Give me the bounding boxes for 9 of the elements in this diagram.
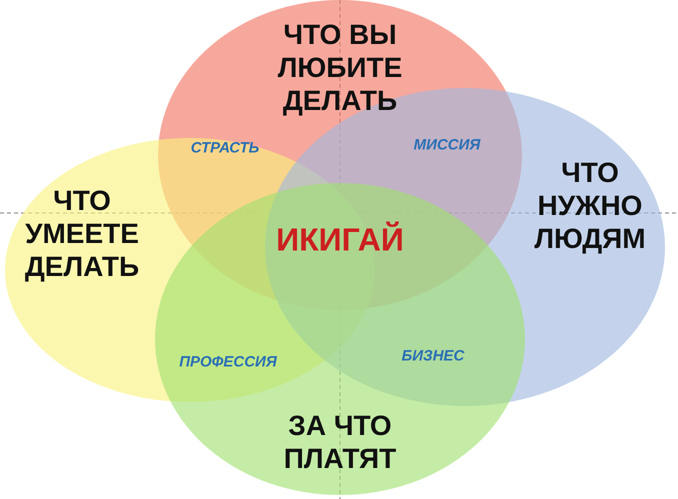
circle-label: ЗА ЧТО ПЛАТЯТ [282,409,398,476]
circle-label: ЧТО УМЕЕТЕ ДЕЛАТЬ [24,184,140,284]
overlap-label: СТРАСТЬ [190,140,260,156]
overlap-label: ПРОФЕССИЯ [179,354,277,370]
center-label: ИКИГАЙ [276,222,404,258]
overlap-label: БИЗНЕС [402,348,464,364]
circle-label: ЧТО НУЖНО ЛЮДЯМ [533,156,647,256]
overlap-label: МИССИЯ [414,136,480,154]
circle-label: ЧТО ВЫ ЛЮБИТЕ ДЕЛАТЬ [276,18,404,118]
